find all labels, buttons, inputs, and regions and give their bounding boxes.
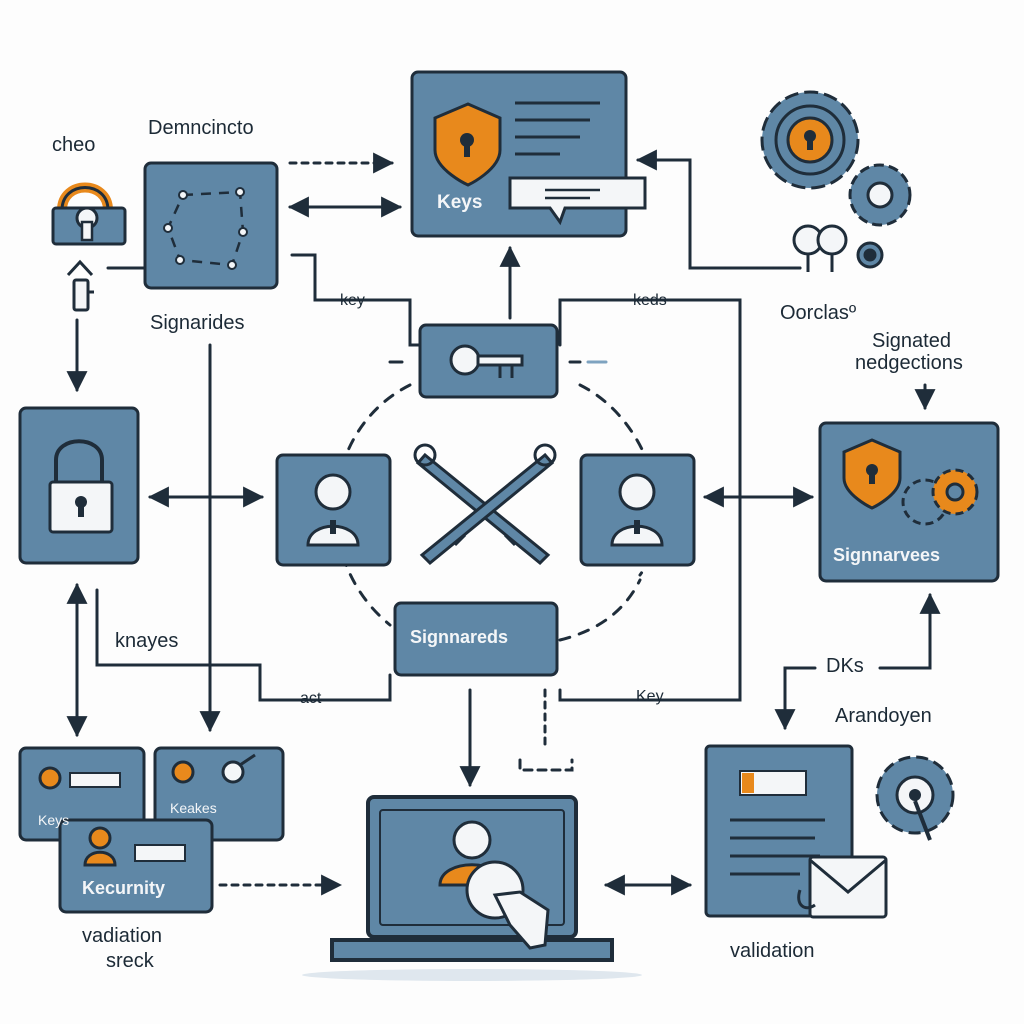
keys-card-1 [18, 746, 146, 842]
line-knayes [95, 588, 392, 702]
label-keys-card-1: Keys [38, 812, 70, 828]
gear-icon [760, 90, 860, 190]
key-icon [792, 224, 884, 272]
padlock-box [18, 406, 140, 565]
label-act: act [300, 690, 322, 707]
label-key-flow-left: key [340, 292, 365, 309]
keys-card-2 [153, 746, 285, 842]
label-signnareds: Signnareds [410, 627, 509, 647]
user-box-right [579, 453, 696, 567]
label-key-bottom: Key [636, 688, 664, 705]
label-oorclas: Oorclasº [780, 302, 857, 324]
user-box-left [275, 453, 392, 567]
signnareds-box [393, 601, 559, 677]
label-arandyen: Arandoyen [835, 705, 932, 727]
envelope-icon [797, 855, 888, 919]
keys-document-box [410, 70, 647, 238]
label-sreck: sreck [106, 950, 154, 972]
gear-icon [848, 163, 912, 227]
kecurnity-card [58, 818, 214, 914]
label-signarveses: Signnarvees [833, 545, 941, 565]
signarveses-box [818, 421, 1000, 583]
line-keys-gears [635, 149, 802, 270]
label-vadiation: vadiation [82, 925, 163, 947]
label-cheo: cheo [52, 134, 96, 156]
signarides-box [143, 161, 279, 290]
crossed-keys-icon [413, 443, 557, 566]
gear-icon [875, 755, 955, 841]
label-knayes: knayes [115, 630, 179, 652]
laptop-icon [302, 795, 642, 981]
speech-bubble [508, 176, 647, 226]
line-signarides-key [290, 253, 422, 347]
label-signarides: Signarides [150, 312, 245, 334]
label-signated: Signated [872, 330, 951, 352]
padlock-icon [51, 182, 127, 246]
label-dks: DKs [826, 655, 864, 677]
label-nedgections: nedgections [855, 352, 963, 374]
label-keys-card-2: Keakes [170, 800, 217, 816]
label-keys-box: Keys [437, 192, 483, 213]
hand-pointer-icon [465, 860, 550, 950]
shield-keyhole-icon [433, 102, 502, 187]
label-validation: validation [730, 940, 815, 962]
key-icon [449, 344, 524, 378]
label-demncincto: Demncincto [148, 117, 254, 139]
key-icon [66, 259, 94, 312]
label-keds: keds [633, 292, 667, 309]
label-kecurnity: Kecurnity [82, 878, 166, 898]
key-box [418, 323, 559, 399]
line-dks-arrow [774, 666, 817, 731]
